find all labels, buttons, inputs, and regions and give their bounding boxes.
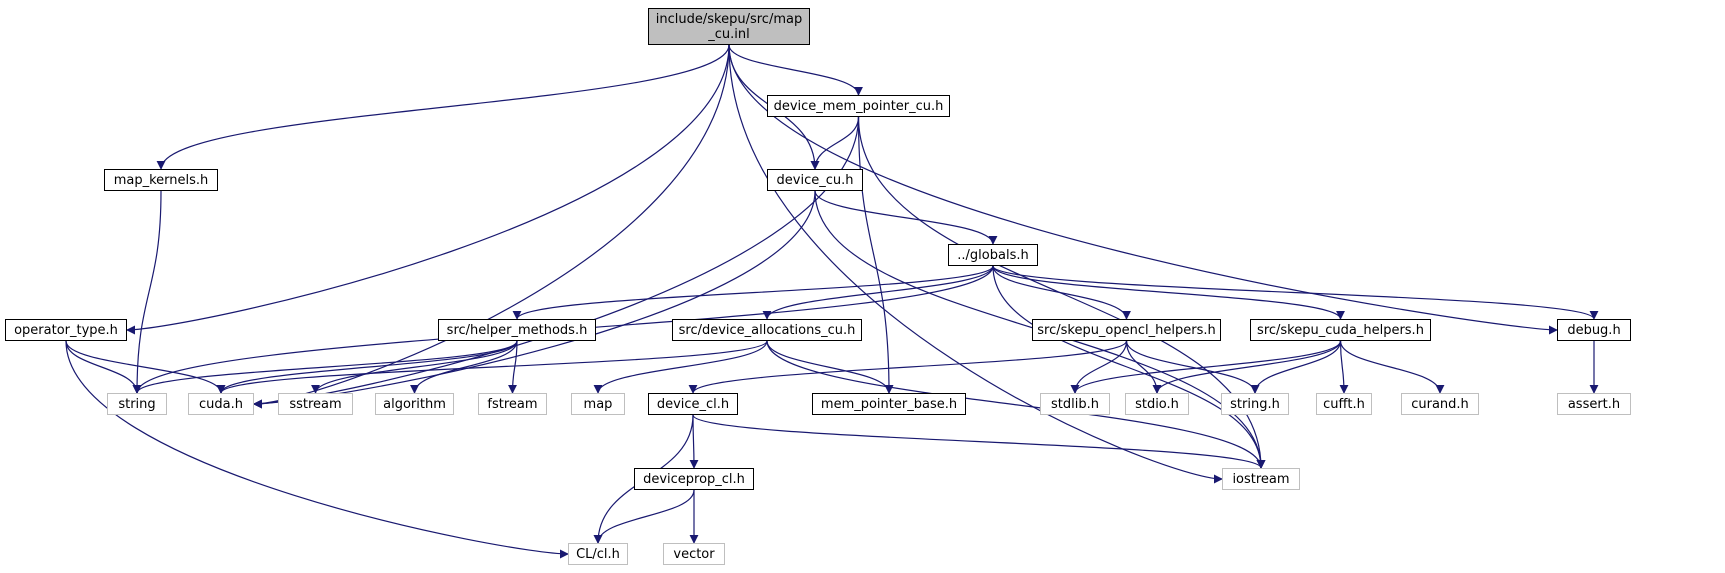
edge-dalloc-to-map bbox=[593, 340, 768, 394]
node-sstream[interactable]: sstream bbox=[278, 393, 353, 415]
node-ocl[interactable]: src/skepu_opencl_helpers.h bbox=[1032, 319, 1221, 341]
node-dcu[interactable]: device_cu.h bbox=[767, 169, 863, 191]
node-assert[interactable]: assert.h bbox=[1557, 393, 1631, 415]
edge-dcl-to-dpcl bbox=[689, 414, 699, 469]
edge-opt-to-string bbox=[65, 340, 142, 394]
node-stdlib[interactable]: stdlib.h bbox=[1040, 393, 1110, 415]
node-curand[interactable]: curand.h bbox=[1401, 393, 1479, 415]
edge-dcu-to-glob bbox=[814, 190, 998, 245]
edge-mapk-to-string bbox=[132, 190, 162, 394]
edge-cudah-to-stdlib bbox=[1070, 340, 1342, 394]
edge-dcu-to-cuda bbox=[253, 190, 816, 409]
node-stdio[interactable]: stdio.h bbox=[1125, 393, 1189, 415]
node-cufft[interactable]: cufft.h bbox=[1316, 393, 1372, 415]
node-dalloc[interactable]: src/device_allocations_cu.h bbox=[672, 319, 862, 341]
edge-helper-to-cuda bbox=[216, 340, 518, 394]
edge-dcl-to-iostream bbox=[692, 414, 1266, 469]
edge-cudah-to-cufft bbox=[1339, 340, 1349, 394]
edge-dalloc-to-cuda bbox=[216, 340, 768, 394]
edge-helper-to-algorithm bbox=[410, 340, 518, 394]
edge-dpcl-to-clh bbox=[593, 489, 695, 544]
edge-ocl-to-stringh bbox=[1125, 340, 1260, 394]
edge-helper-to-sstream bbox=[311, 340, 518, 394]
edge-helper-to-string bbox=[132, 340, 518, 394]
edge-cudah-to-stringh bbox=[1250, 340, 1342, 394]
edge-glob-to-helper bbox=[512, 265, 994, 320]
node-vector[interactable]: vector bbox=[663, 543, 725, 565]
node-fstream[interactable]: fstream bbox=[478, 393, 547, 415]
edge-helper-to-fstream bbox=[508, 340, 518, 394]
node-dmp[interactable]: device_mem_pointer_cu.h bbox=[767, 95, 950, 117]
edge-root-to-iostream bbox=[728, 44, 1223, 484]
node-root[interactable]: include/skepu/src/map _cu.inl bbox=[648, 8, 810, 45]
edge-ocl-to-stdlib bbox=[1070, 340, 1128, 394]
node-dpcl[interactable]: deviceprop_cl.h bbox=[634, 468, 754, 490]
edge-dmp-to-dcu bbox=[810, 116, 860, 170]
edge-dalloc-to-mpb bbox=[766, 340, 894, 394]
node-mapk[interactable]: map_kernels.h bbox=[104, 169, 218, 191]
edge-root-to-cuda bbox=[253, 44, 730, 409]
edge-root-to-mapk bbox=[156, 44, 730, 170]
node-cuda[interactable]: cuda.h bbox=[188, 393, 254, 415]
node-mpb[interactable]: mem_pointer_base.h bbox=[812, 393, 966, 415]
node-algorithm[interactable]: algorithm bbox=[375, 393, 454, 415]
edge-cudah-to-curand bbox=[1339, 340, 1445, 394]
node-cudah[interactable]: src/skepu_cuda_helpers.h bbox=[1250, 319, 1431, 341]
edge-glob-to-cudah bbox=[992, 265, 1345, 320]
edge-glob-to-ocl bbox=[992, 265, 1131, 320]
edge-cudah-to-stdio bbox=[1152, 340, 1342, 394]
edge-glob-to-debug bbox=[992, 265, 1599, 320]
edge-dalloc-to-iostream bbox=[766, 340, 1266, 469]
edge-root-to-opt bbox=[126, 44, 730, 335]
node-opt[interactable]: operator_type.h bbox=[5, 319, 127, 341]
edge-glob-to-iostream bbox=[992, 265, 1266, 469]
node-string[interactable]: string bbox=[107, 393, 167, 415]
node-helper[interactable]: src/helper_methods.h bbox=[438, 319, 596, 341]
edge-opt-to-clh bbox=[65, 340, 569, 559]
edge-opt-to-cuda bbox=[65, 340, 226, 394]
node-map[interactable]: map bbox=[571, 393, 625, 415]
node-iostream[interactable]: iostream bbox=[1222, 468, 1300, 490]
edge-dmp-to-cuda bbox=[253, 116, 860, 409]
node-clh[interactable]: CL/cl.h bbox=[568, 543, 628, 565]
edge-glob-to-dalloc bbox=[762, 265, 994, 320]
edge-dmp-to-mpb bbox=[857, 116, 894, 394]
edge-root-to-dmp bbox=[728, 44, 863, 96]
node-glob[interactable]: ../globals.h bbox=[948, 244, 1038, 266]
node-dcl[interactable]: device_cl.h bbox=[648, 393, 738, 415]
node-debug[interactable]: debug.h bbox=[1557, 319, 1631, 341]
node-stringh[interactable]: string.h bbox=[1221, 393, 1289, 415]
edge-ocl-to-dcl bbox=[688, 340, 1128, 394]
